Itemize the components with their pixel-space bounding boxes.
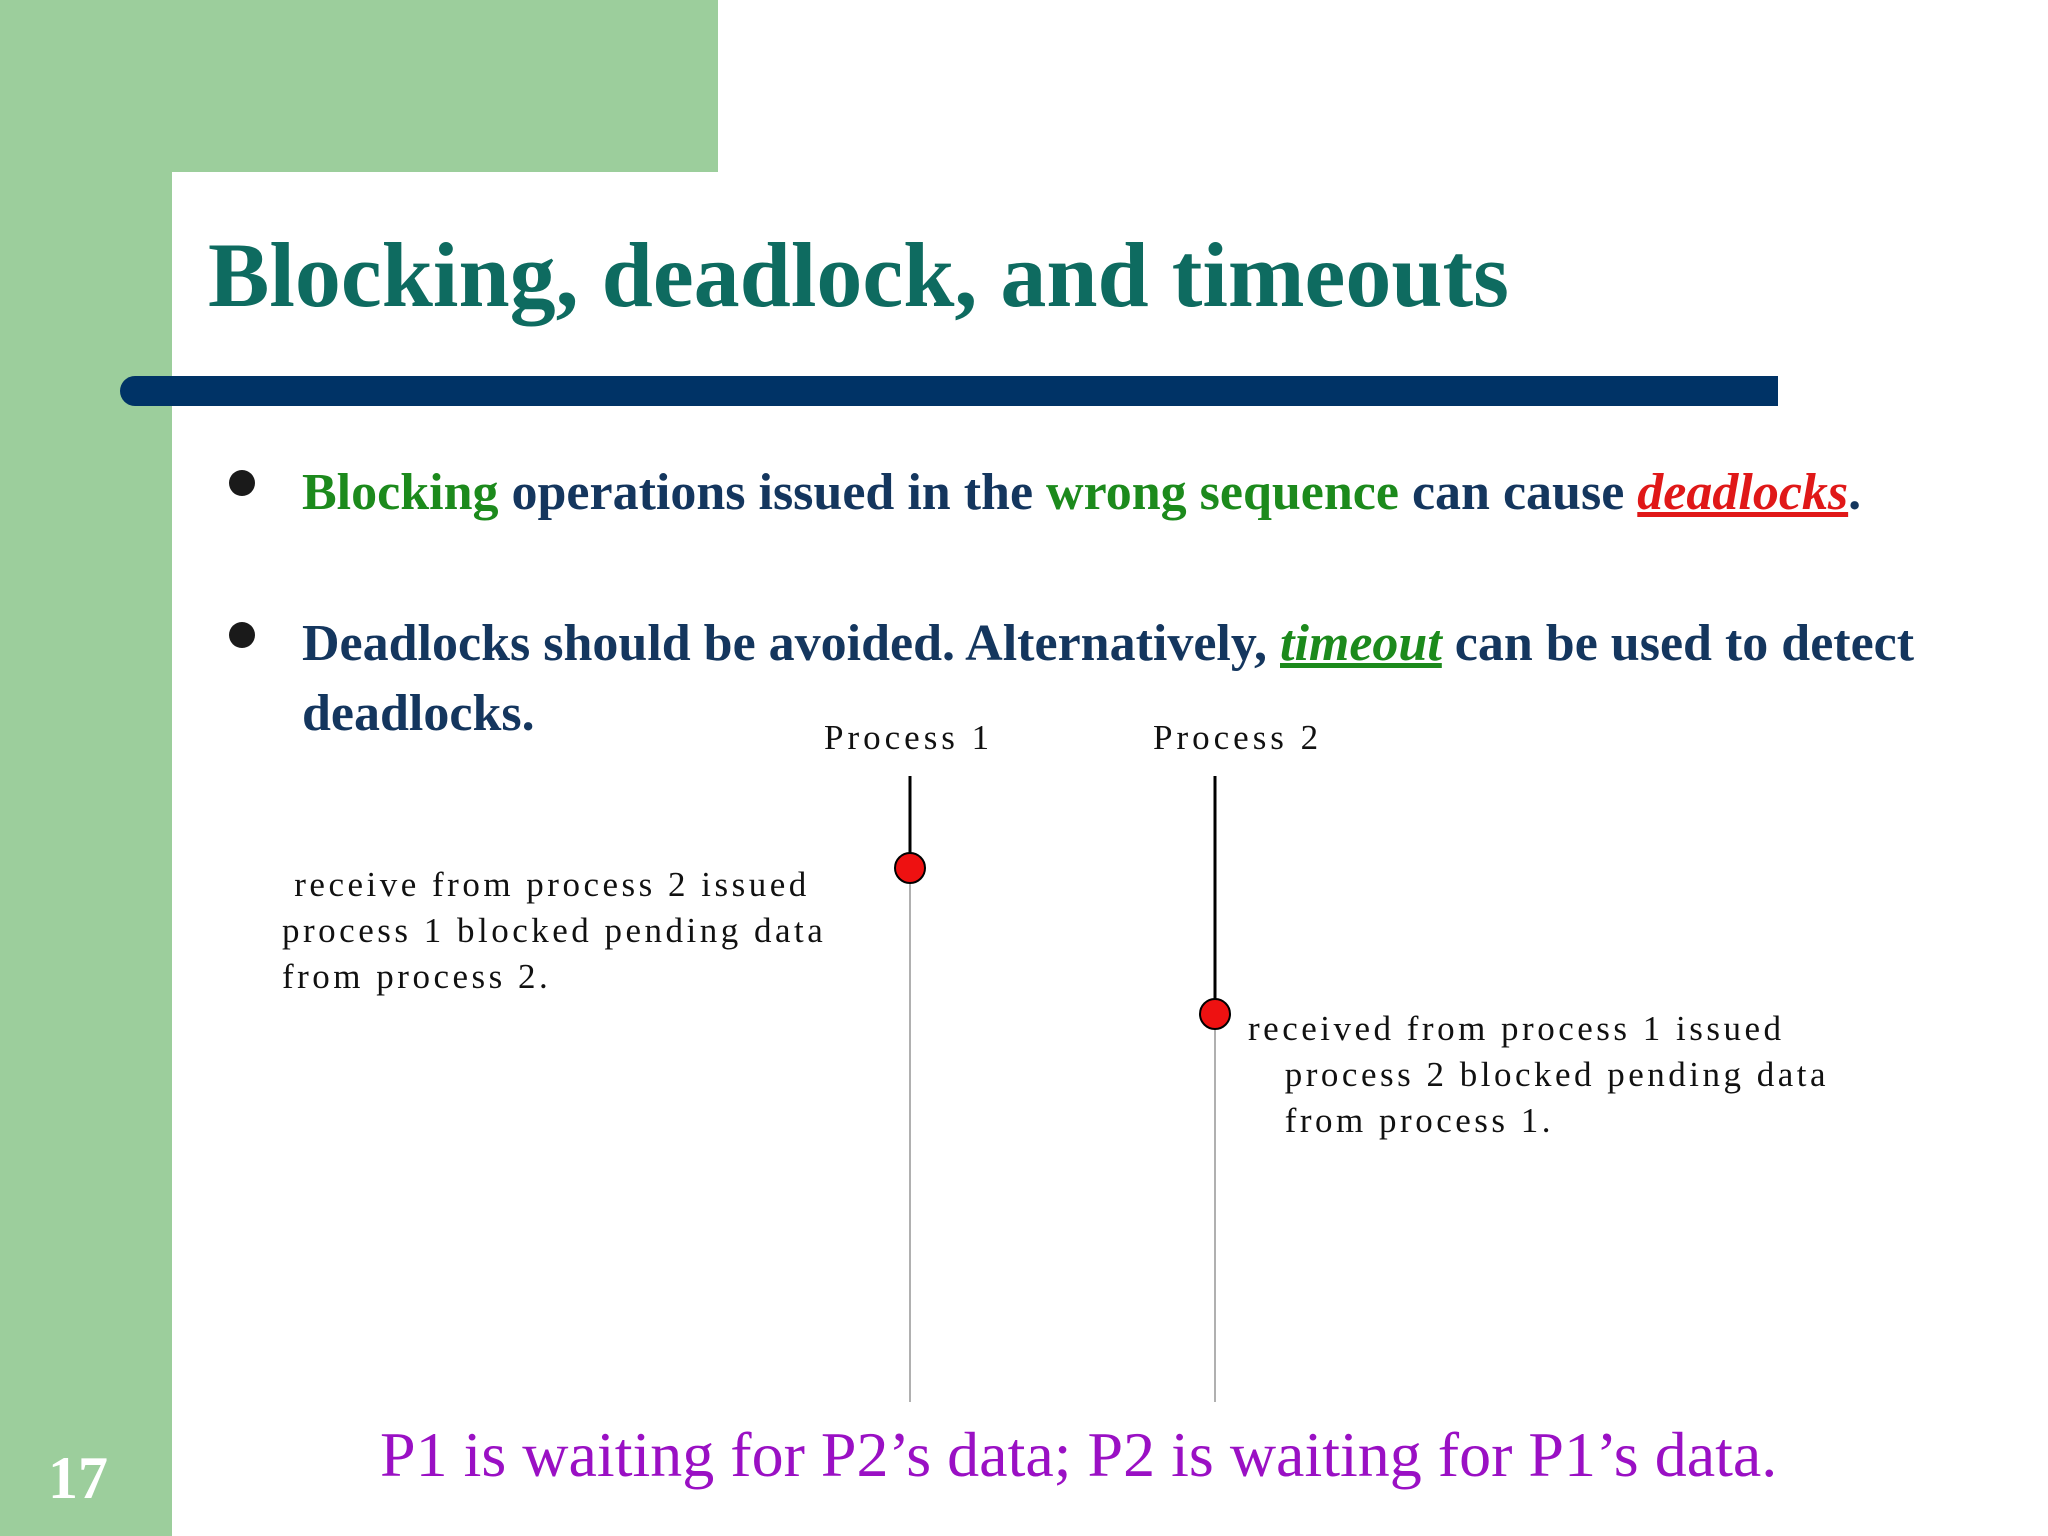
process-2-note: received from process 1 issued process 2… xyxy=(1248,1006,1829,1144)
bullet-2: Deadlocks should be avoided. Alternative… xyxy=(302,609,1982,749)
bullet-2-part-2: timeout xyxy=(1280,615,1442,672)
process-2-note-line-3: from process 1. xyxy=(1248,1101,1555,1140)
bullet-1-part-2: operations issued in the xyxy=(498,464,1047,521)
process-2-note-line-2: process 2 blocked pending data xyxy=(1248,1055,1830,1094)
slide-title: Blocking, deadlock, and timeouts xyxy=(208,224,1509,326)
bullet-1: Blocking operations issued in the wrong … xyxy=(302,458,1982,528)
bullet-1-part-6: . xyxy=(1848,464,1862,521)
process-1-note-line-1: receive from process 2 issued xyxy=(282,865,810,904)
bullet-marker-1 xyxy=(229,470,255,496)
process-1-note-line-2: process 1 blocked pending data xyxy=(282,911,827,950)
bullet-1-part-5: deadlocks xyxy=(1637,464,1849,521)
title-underline-bar xyxy=(120,376,1778,406)
bullet-marker-2 xyxy=(229,622,255,648)
slide-number: 17 xyxy=(48,1445,108,1511)
bullet-1-part-1: Blocking xyxy=(302,464,499,521)
bullet-1-part-4: can cause xyxy=(1398,464,1638,521)
process-1-note: receive from process 2 issued process 1 … xyxy=(282,862,826,1000)
process-2-note-line-1: received from process 1 issued xyxy=(1248,1009,1785,1048)
top-band xyxy=(0,0,718,172)
bullet-2-part-1: Deadlocks should be avoided. Alternative… xyxy=(302,615,1280,672)
bullet-1-part-3: wrong sequence xyxy=(1046,464,1399,521)
footer-summary: P1 is waiting for P2’s data; P2 is waiti… xyxy=(380,1419,1778,1490)
process-2-label: Process 2 xyxy=(1153,718,1323,757)
bullet-2-part-3: can be used to detect deadlocks. xyxy=(302,615,1915,742)
process-1-label: Process 1 xyxy=(824,718,994,757)
sidebar-band xyxy=(0,0,172,1536)
process-1-note-line-3: from process 2. xyxy=(282,957,552,996)
